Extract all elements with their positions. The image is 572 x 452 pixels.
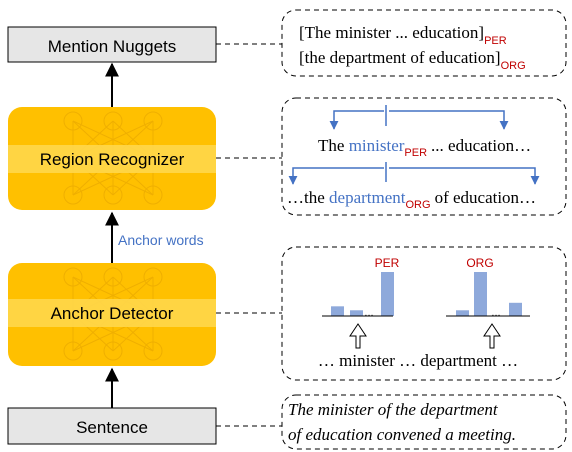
bar-label-per: PER [375,256,400,270]
bar-group-right [456,272,522,316]
dashed-connectors [216,43,282,427]
svg-text:[the department of education]O: [the department of education]ORG [299,48,526,72]
mention-nuggets-box: Mention Nuggets [7,26,217,63]
nugget-org-tag: ORG [501,60,526,72]
up-arrow-icon [483,323,501,349]
anchor-detector-label: Anchor Detector [51,304,174,323]
panel-sentence: The minister of the department of educat… [281,394,567,450]
panel-anchor-detector: PER ORG ... ... … minister … department … [281,246,567,381]
nugget-per-tag: PER [484,35,507,47]
bar-ellipsis-right: ... [491,307,500,319]
bar-label-org: ORG [466,256,493,270]
region-row1-post: ... education… [431,136,531,155]
sentence-line1: The minister of the department [288,400,499,419]
anchor-words-row: … minister … department … [318,351,518,370]
region-arrows-row1 [329,105,509,130]
anchor-score-bar [350,310,363,316]
panel-region-recognizer: The ministerPER ... education… …the depar… [281,97,567,216]
anchor-score-bar [456,310,469,316]
region-row1-pre: The [318,136,344,155]
region-row2-tag: ORG [406,199,431,211]
bar-ellipsis-left: ... [364,307,373,319]
region-row2-pre: …the [287,188,325,207]
sentence-label: Sentence [76,418,148,437]
svg-text:[The minister ... education]PE: [The minister ... education]PER [299,23,507,47]
anchor-words-label: Anchor words [118,232,204,248]
sentence-box: Sentence [7,407,217,445]
mention-nuggets-label: Mention Nuggets [48,37,177,56]
nugget-org-text: [the department of education] [299,48,501,67]
region-recognizer-label: Region Recognizer [40,150,185,169]
region-row1-anchor: minister [349,136,405,155]
region-arrows-row2 [288,162,540,185]
region-recognizer-block: Region Recognizer [8,107,216,210]
anchor-score-bar [331,306,344,316]
anchor-detector-block: Anchor Detector [8,263,216,366]
bar-group-left [331,272,394,316]
sentence-line2: of education convened a meeting. [288,425,516,444]
anchor-score-bar [474,272,487,316]
up-arrow-icon [349,323,367,349]
nugget-per-text: [The minister ... education] [299,23,484,42]
region-row2-anchor: department [329,188,406,207]
svg-text:The ministerPER... educa: The ministerPER ... education… [318,136,531,159]
region-row1-tag: PER [404,147,427,159]
region-row2-post: of education… [435,188,537,207]
anchor-score-bar [381,272,394,316]
panel-mention-nuggets: [The minister ... education]PER [the dep… [281,9,567,77]
anchor-score-bar [509,302,522,316]
